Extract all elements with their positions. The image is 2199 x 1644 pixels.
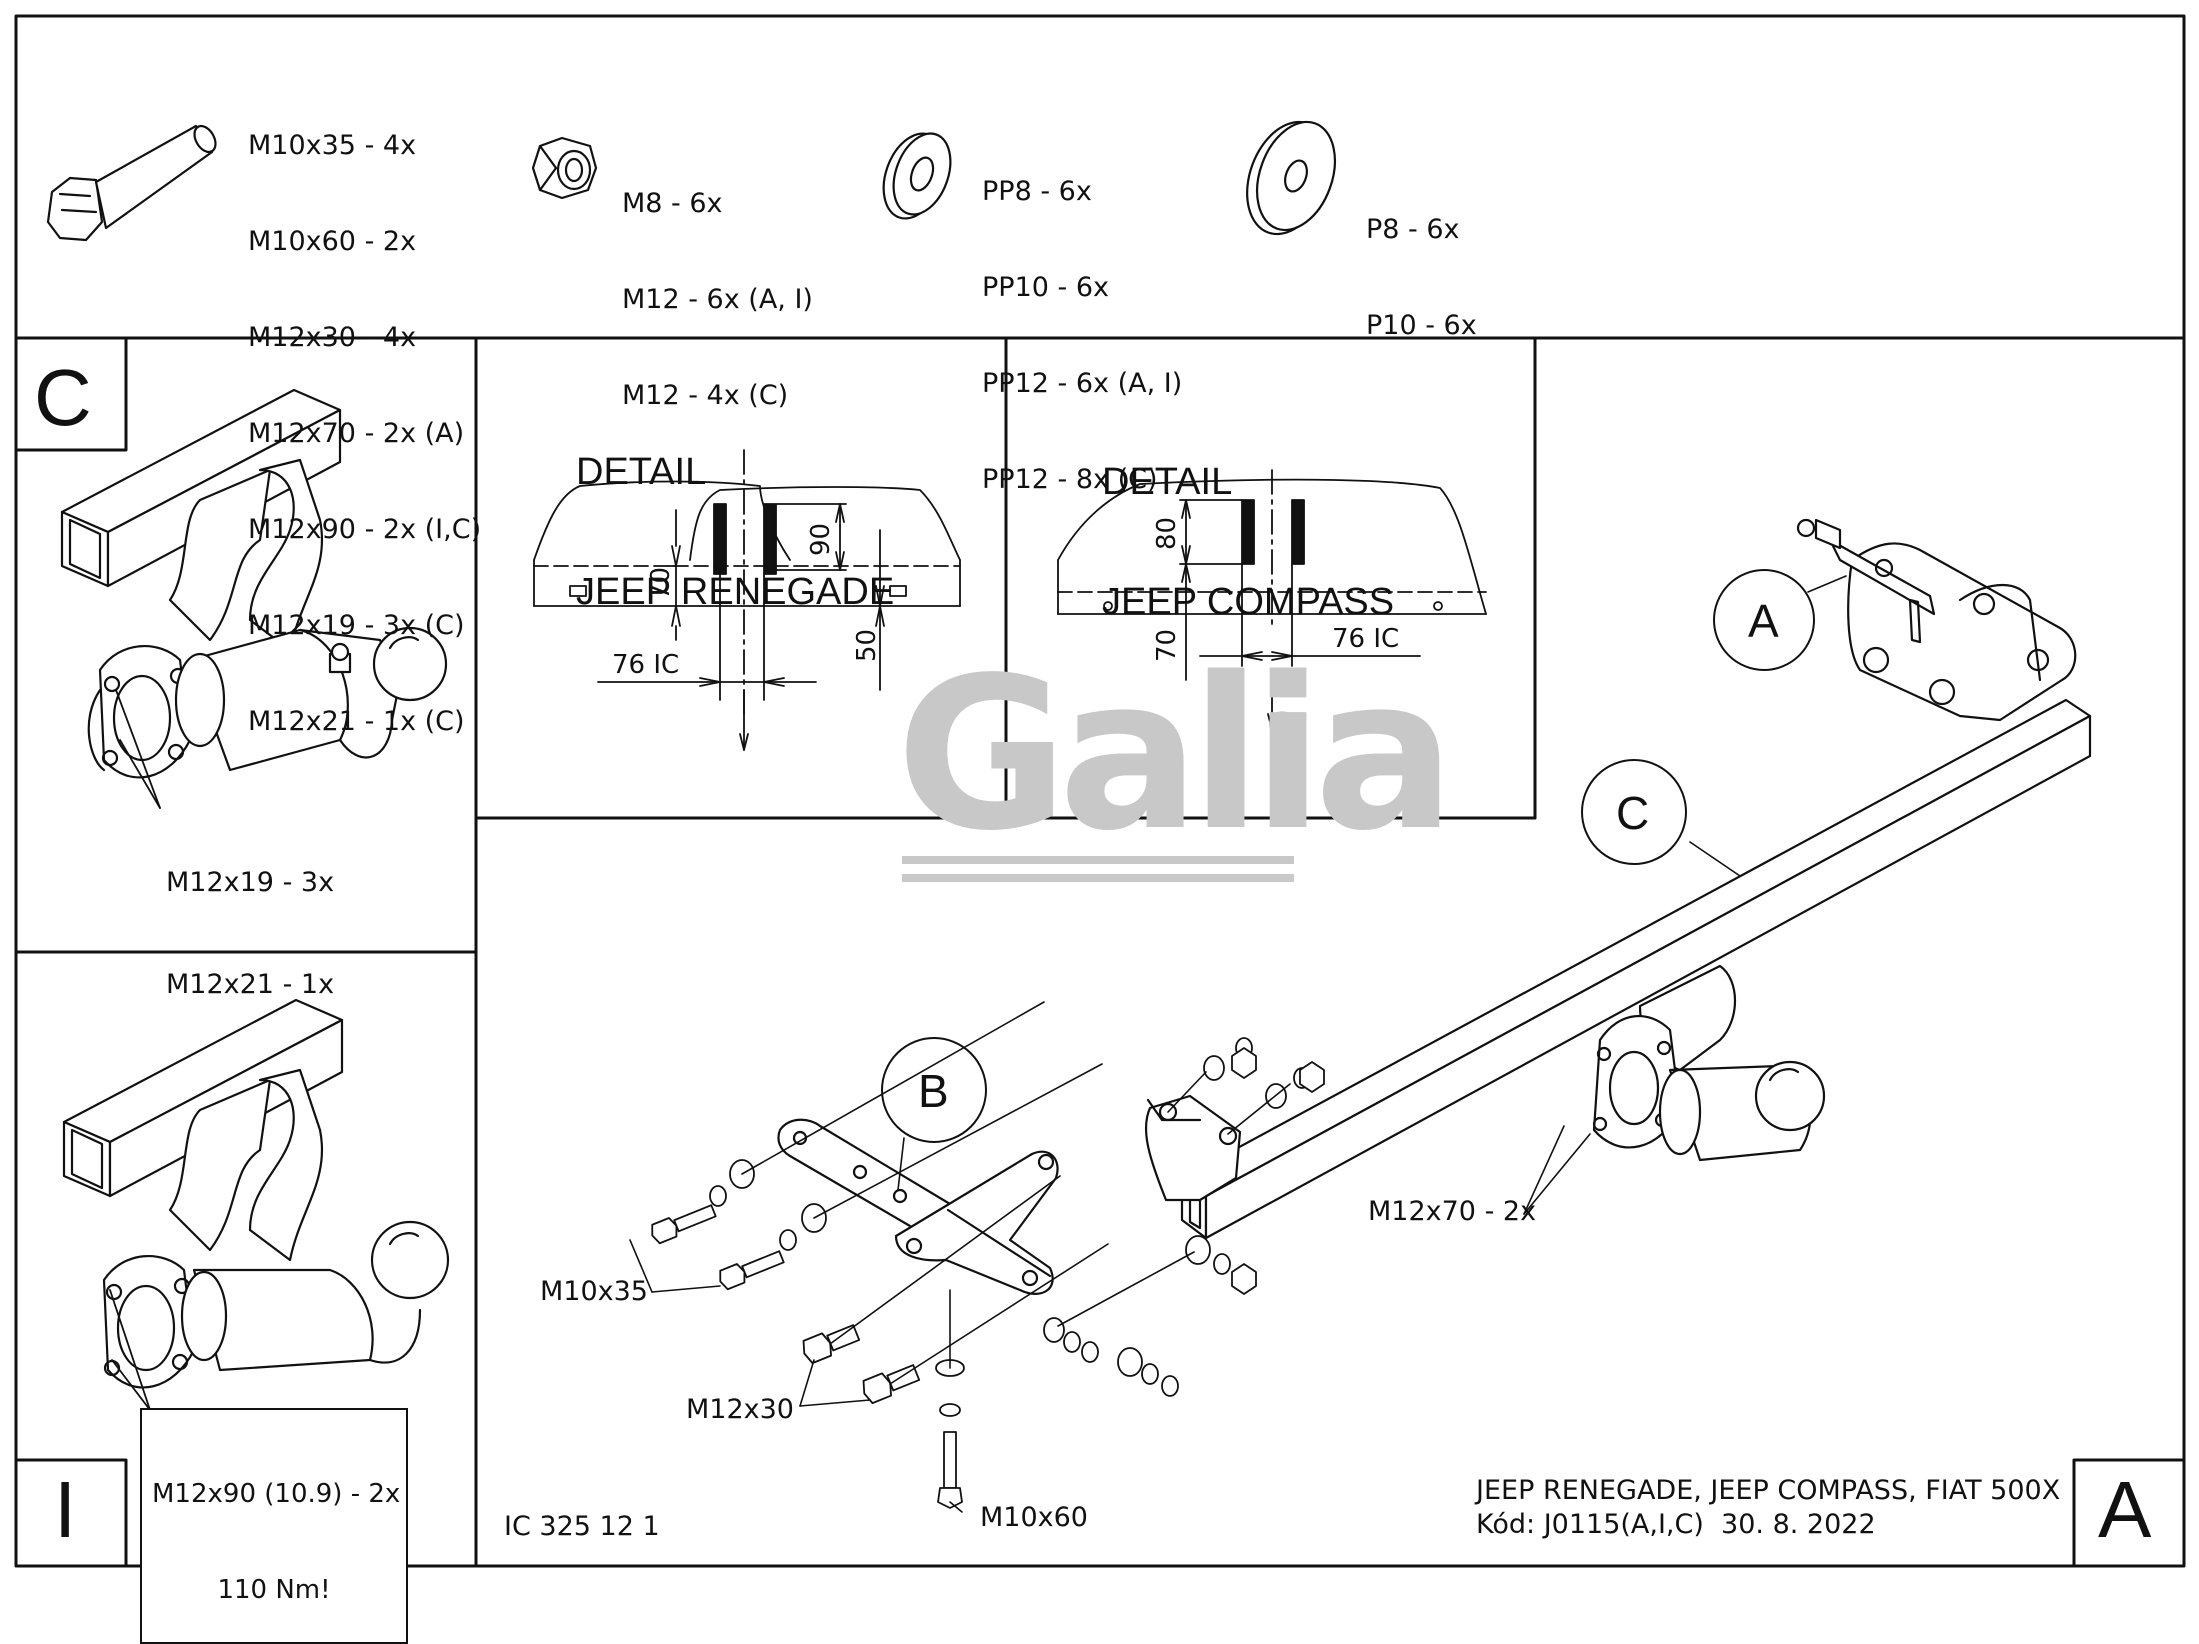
spring-washer-item: PP8 - 6x [982,176,1092,207]
nut-icon [531,136,598,200]
label-m12x70: M12x70 - 2x [1368,1196,1537,1227]
logo-bars [902,856,1294,882]
variant-c-bolt-labels: M12x19 - 3x M12x21 - 1x [166,798,334,1036]
variant-c-drawing [60,388,448,779]
main-assembly-drawing [777,518,2092,1295]
bolt-item: M10x60 - 2x [248,226,417,257]
drawing-number: IC 325 12 1 [504,1511,660,1542]
variant-c-bolt-label: M12x19 - 3x [166,867,335,898]
spring-washer-item: PP12 - 6x (A, I) [982,368,1183,399]
bolt-list: M10x35 - 4x M10x60 - 2x M12x30 - 4x M12x… [248,66,481,770]
variant-i-corner-letter: I [54,1465,77,1554]
callout-c: C [1616,787,1650,839]
callout-b: B [918,1065,949,1117]
variant-c-corner-letter: C [34,353,92,442]
registered-mark: ® [1264,705,1300,746]
nut-list: M8 - 6x M12 - 6x (A, I) M12 - 4x (C) [622,124,813,444]
variant-i-torque-note: M12x90 (10.9) - 2x 110 Nm! [140,1408,408,1644]
variant-i-drawing [62,998,450,1389]
variant-c-bolt-label: M12x21 - 1x [166,969,335,1000]
bolt-item: M12x21 - 1x (C) [248,706,465,737]
drawing-frame [14,14,2186,1568]
main-leaders [629,575,1847,1513]
detail-compass-drawing [1057,469,1487,731]
flat-washer-item: P8 - 6x [1366,214,1460,245]
vehicle-list: JEEP RENEGADE, JEEP COMPASS, FIAT 500X [1476,1475,2061,1506]
detail-renegade-drawing [533,449,961,751]
callout-a: A [1748,595,1779,647]
compass-dim-76: 76 IC [1332,624,1400,654]
bolt-item: M12x70 - 2x (A) [248,418,465,449]
bolt-item: M12x90 - 2x (I,C) [248,514,482,545]
detail-title-line: JEEP RENEGADE [576,571,895,613]
detail-title-line: JEEP COMPASS [1102,581,1395,623]
flat-washer-item: P10 - 6x [1366,310,1477,341]
main-hardware [651,1037,1325,1509]
label-m10x35: M10x35 [540,1276,648,1307]
spring-washer-item: PP12 - 8x (C) [982,464,1158,495]
variant-i-torque: 110 Nm! [217,1575,331,1605]
bolt-icon [46,124,217,242]
variant-i-bolt-spec: M12x90 (10.9) - 2x [152,1479,401,1509]
bolt-item: M12x30 - 4x [248,322,417,353]
nut-item: M12 - 4x (C) [622,380,789,411]
renegade-dim-50: 50 [852,628,882,662]
detail-renegade-title: DETAIL JEEP RENEGADE [576,372,894,652]
galia-logo: Galia [896,632,1456,877]
detail-title-line: DETAIL [576,451,707,493]
bolt-item: M12x19 - 3x (C) [248,610,465,641]
spring-washer-item: PP10 - 6x [982,272,1109,303]
bolt-item: M10x35 - 4x [248,130,417,161]
nut-item: M12 - 6x (A, I) [622,284,813,315]
assembly-drawing [14,14,2186,1568]
renegade-dim-76: 76 IC [612,650,680,680]
renegade-dim-90: 90 [806,522,836,556]
spring-washer-icon [882,132,952,220]
variant-c-leaders [115,689,161,809]
label-m12x30: M12x30 [686,1394,794,1425]
variant-i-leaders [109,1289,151,1411]
detail-title-line: DETAIL [1102,461,1233,503]
compass-dim-80: 80 [1152,516,1182,550]
flat-washer-icon [1246,120,1336,236]
detail-compass-title: DETAIL JEEP COMPASS [1102,382,1394,662]
spring-washer-list: PP8 - 6x PP10 - 6x PP12 - 6x (A, I) PP12… [982,112,1182,528]
callout-circles [881,569,1815,1143]
product-code: Kód: J0115(A,I,C) 30. 8. 2022 [1476,1509,1876,1540]
flat-washer-list: P8 - 6x P10 - 6x [1366,150,1477,374]
renegade-dim-70: 70 [646,566,676,600]
nut-item: M8 - 6x [622,188,723,219]
label-m10x60: M10x60 [980,1502,1088,1533]
main-corner-letter: A [2098,1465,2152,1554]
